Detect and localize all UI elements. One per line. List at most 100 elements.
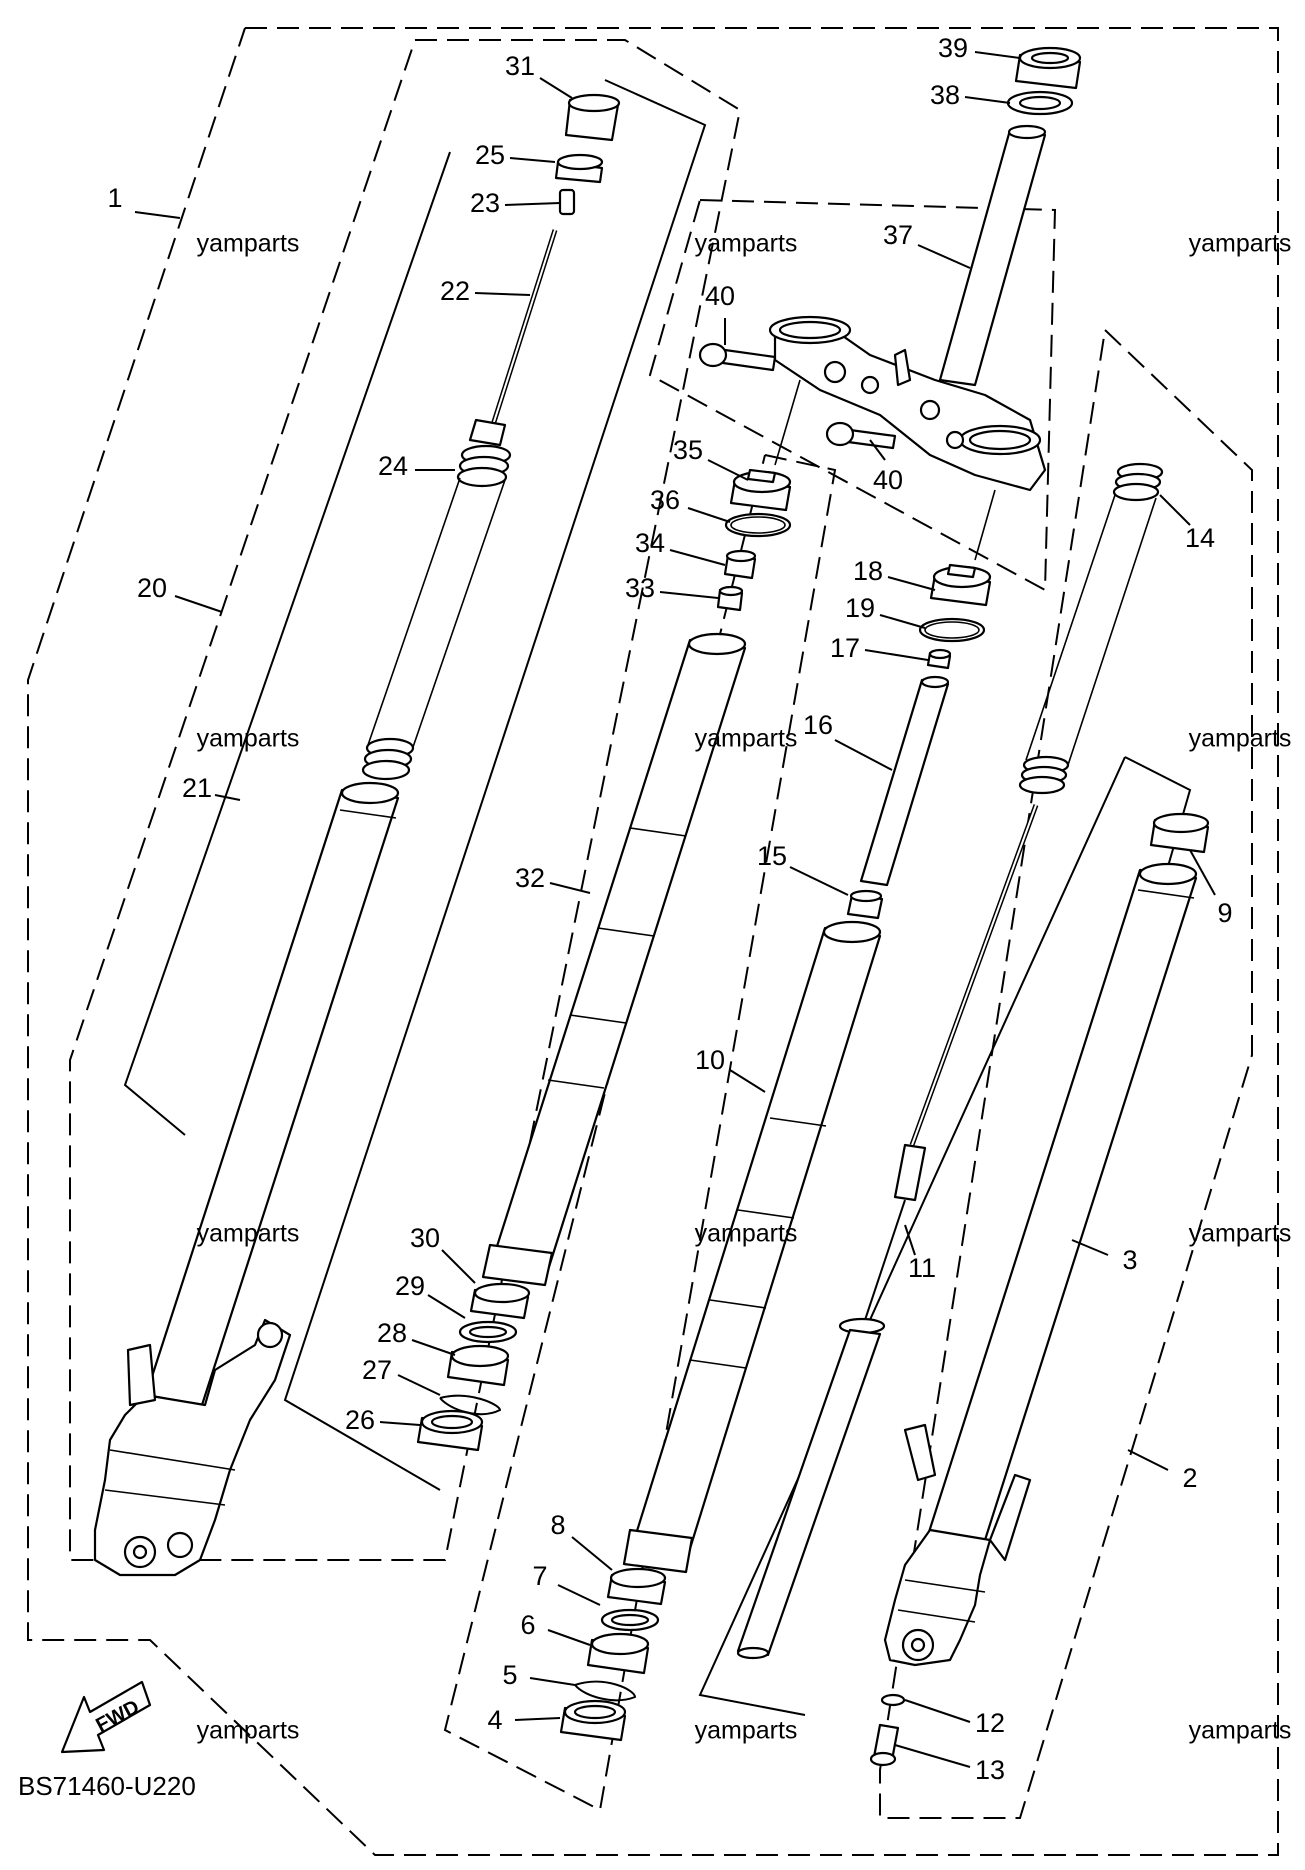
callout-label-15: 15 [757, 841, 787, 871]
part-21-outer-tube [144, 781, 400, 1407]
part-30-bushing [469, 1282, 531, 1320]
steering-assembly [698, 46, 1082, 561]
callout-label-24: 24 [378, 451, 408, 481]
leader-line-30 [441, 1249, 476, 1284]
leader-line-22 [474, 292, 531, 296]
callout-label-3: 3 [1122, 1245, 1137, 1275]
part-tube-long [736, 1328, 882, 1660]
callout-label-33: 33 [625, 573, 655, 603]
leader-line-26 [379, 1421, 421, 1426]
leader-line-7 [557, 1584, 601, 1606]
part-31-cap [564, 93, 621, 142]
watermark-text: yamparts [197, 725, 300, 753]
fwd-arrow: FWD [60, 1680, 152, 1754]
callout-labels: 1234567891011121314151617181920212223242… [107, 33, 1232, 1785]
leader-line-25 [509, 157, 556, 163]
callout-label-9: 9 [1217, 898, 1232, 928]
part-24-spring [361, 444, 512, 781]
part-18-cap-bolt [929, 563, 992, 607]
part-22-rod [468, 229, 558, 447]
callout-label-11: 11 [908, 1253, 936, 1283]
part-23 [558, 188, 576, 216]
callout-label-12: 12 [975, 1708, 1005, 1738]
boundary-inner-parts [443, 454, 837, 1812]
callout-label-14: 14 [1185, 523, 1215, 553]
part-20-lower-leg [93, 1318, 292, 1577]
leader-line-15 [789, 866, 849, 896]
leader-line-20 [174, 595, 223, 613]
left-fork-assembly [93, 93, 621, 1577]
callout-label-39: 39 [938, 33, 968, 63]
watermark-text: yamparts [197, 230, 300, 258]
watermark-text: yamparts [695, 725, 798, 753]
leader-line-38 [964, 96, 1011, 104]
callout-label-31: 31 [505, 51, 535, 81]
bracket-21 [123, 151, 451, 1136]
leader-line-2 [1127, 1449, 1169, 1471]
part-40-bolt-a [698, 342, 777, 372]
callout-label-35: 35 [673, 435, 703, 465]
leader-line-31 [539, 77, 573, 99]
boundary-left-fork-20 [69, 39, 742, 1561]
callout-label-18: 18 [853, 556, 883, 586]
part-36-o-ring [724, 512, 792, 538]
watermark-text: yamparts [695, 1717, 798, 1745]
callout-label-32: 32 [515, 863, 545, 893]
callout-label-36: 36 [650, 485, 680, 515]
callout-label-4: 4 [487, 1705, 502, 1735]
watermarks: yamparts yamparts yamparts yamparts yamparts… [197, 230, 1292, 1745]
callout-label-25: 25 [475, 140, 505, 170]
leader-line-34 [669, 549, 726, 566]
callout-label-40: 40 [873, 465, 903, 495]
watermark-text: yamparts [1189, 725, 1292, 753]
watermark-text: yamparts [197, 1717, 300, 1745]
leader-line-18 [887, 576, 936, 591]
leader-line-35 [707, 459, 749, 481]
part-26-dust-seal [416, 1409, 484, 1452]
bracket-3b [698, 756, 1126, 1716]
leader-line-37 [917, 244, 971, 269]
part-33-collar [716, 585, 744, 612]
part-11-damper-rod [838, 804, 1039, 1335]
part-10-inner-tube [622, 920, 882, 1574]
callout-label-27: 27 [362, 1355, 392, 1385]
part-15-collar [846, 889, 884, 920]
inner-tube-group-left [481, 468, 792, 1287]
watermark-text: yamparts [197, 1220, 300, 1248]
part-19-o-ring [918, 617, 986, 643]
callout-label-20: 20 [137, 573, 167, 603]
callout-label-6: 6 [520, 1610, 535, 1640]
leader-line-12 [904, 1699, 971, 1723]
callout-label-26: 26 [345, 1405, 375, 1435]
watermark-text: yamparts [1189, 1717, 1292, 1745]
callout-label-23: 23 [470, 188, 500, 218]
callout-label-30: 30 [410, 1223, 440, 1253]
callout-label-17: 17 [830, 633, 860, 663]
leader-line-9 [1189, 849, 1216, 896]
leader-line-5 [529, 1677, 576, 1686]
part-27-clip [439, 1394, 502, 1415]
part-37-stem [938, 124, 1047, 387]
leader-line-23 [504, 202, 561, 206]
part-25-nut [554, 153, 604, 184]
inner-tube-group-right [559, 920, 882, 1742]
watermark-text: yamparts [695, 230, 798, 258]
part-8-bushing [606, 1567, 667, 1606]
boundary-assembly-1 [27, 27, 1279, 1856]
callout-label-13: 13 [975, 1755, 1005, 1785]
callout-label-40: 40 [705, 281, 735, 311]
callout-label-10: 10 [695, 1045, 725, 1075]
leader-line-1 [134, 211, 181, 219]
leader-line-13 [894, 1744, 971, 1768]
leader-line-21 [214, 794, 241, 801]
part-40-bolt-b [825, 421, 897, 450]
leader-line-36 [687, 507, 731, 523]
leader-line-14 [1159, 494, 1191, 526]
leader-line-6 [547, 1629, 591, 1646]
part-29-washer [458, 1320, 518, 1344]
callout-label-38: 38 [930, 80, 960, 110]
callout-label-19: 19 [845, 593, 875, 623]
right-fork-parts [736, 462, 1210, 1767]
